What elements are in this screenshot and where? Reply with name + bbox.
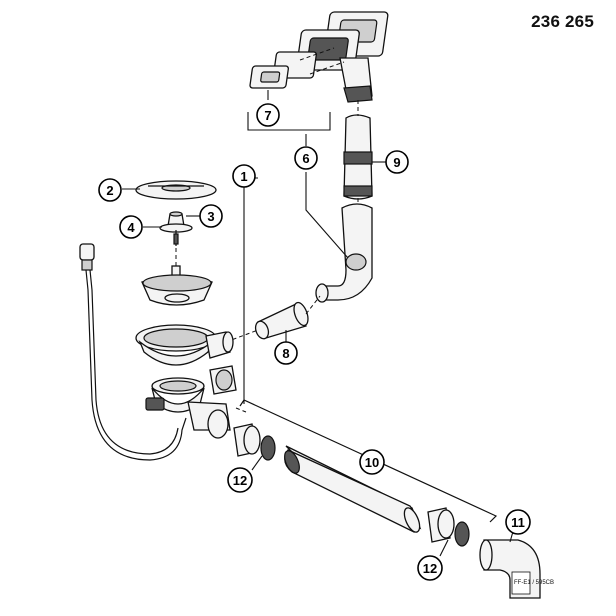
callout-9: 9 <box>385 150 409 174</box>
svg-text:1: 1 <box>240 169 247 184</box>
callout-1: 1 <box>232 164 256 188</box>
overflow-rosette-assembly <box>249 11 389 103</box>
outlet-elbow: FF-E1 / 595CB <box>479 539 554 599</box>
spindle-knob <box>159 211 193 246</box>
svg-text:12: 12 <box>423 561 437 576</box>
svg-text:8: 8 <box>282 346 289 361</box>
callout-11: 11 <box>505 509 531 535</box>
callout-4: 4 <box>119 215 143 239</box>
strainer-plug <box>135 180 217 200</box>
svg-text:10: 10 <box>365 455 379 470</box>
waste-body <box>135 324 234 366</box>
connection-nut <box>209 365 237 395</box>
callout-7: 7 <box>256 103 280 127</box>
callout-3: 3 <box>199 204 223 228</box>
outlet-housing <box>145 377 231 439</box>
svg-text:11: 11 <box>511 515 525 530</box>
callout-10: 10 <box>359 449 385 475</box>
callout-2: 2 <box>98 178 122 202</box>
svg-text:6: 6 <box>302 151 309 166</box>
svg-text:7: 7 <box>264 108 271 123</box>
pipe-union-nut-right <box>427 507 470 547</box>
bowden-cable <box>79 243 187 461</box>
strainer-basket <box>141 248 213 306</box>
svg-text:2: 2 <box>106 183 113 198</box>
waste-pipe <box>284 445 422 533</box>
overflow-tube <box>315 100 373 303</box>
page-title: 236 265 <box>531 12 594 31</box>
reducer-connector <box>225 295 321 343</box>
svg-text:3: 3 <box>207 209 214 224</box>
callout-8: 8 <box>274 341 298 365</box>
callout-12-left: 12 <box>227 467 253 493</box>
callout-12-right: 12 <box>417 555 443 581</box>
pipe-union-nut-left <box>233 423 276 461</box>
svg-text:9: 9 <box>393 155 400 170</box>
elbow-label: FF-E1 / 595CB <box>514 580 554 586</box>
callout-6: 6 <box>294 146 318 170</box>
svg-text:12: 12 <box>233 473 247 488</box>
svg-text:4: 4 <box>127 220 135 235</box>
